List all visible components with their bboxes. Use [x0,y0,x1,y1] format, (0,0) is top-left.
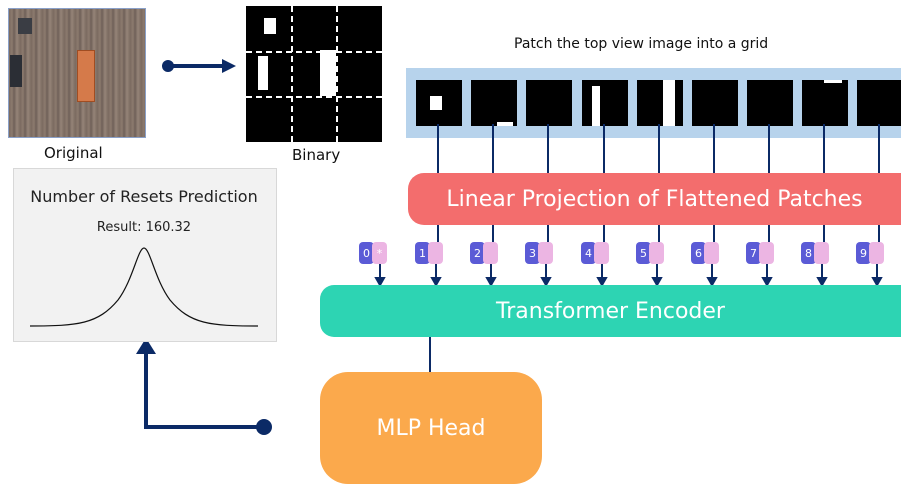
token-arrows [374,264,883,286]
token-6: 6 [691,242,719,264]
original-dark-object [18,18,32,34]
token-index: 5 [636,242,651,264]
original-dark-object [10,55,22,87]
token-0: 0 * [359,242,387,264]
patch-embedding [538,242,553,264]
token-index: 2 [470,242,485,264]
binary-image [246,6,382,142]
linear-projection-block: Linear Projection of Flattened Patches [408,173,901,225]
transformer-encoder-label: Transformer Encoder [496,298,725,324]
patch-embedding [704,242,719,264]
token-8: 8 [801,242,829,264]
patch-7 [747,80,793,126]
projection-connectors [437,225,880,243]
gaussian-curve [29,247,259,327]
token-index: 8 [801,242,816,264]
token-1: 1 [415,242,443,264]
arrow-original-to-binary [162,59,236,73]
class-token-embedding: * [372,242,387,264]
patch-1 [416,80,462,126]
patch-embedding [594,242,609,264]
patch-6 [692,80,738,126]
patch-5 [637,80,683,126]
original-caption: Original [44,144,103,162]
patch-embedding [814,242,829,264]
transformer-encoder-block: Transformer Encoder [320,285,901,337]
result-panel [13,168,277,342]
mlp-head-block: MLP Head [320,372,542,484]
patch-embedding [483,242,498,264]
patch-3 [526,80,572,126]
patch-8 [802,80,848,126]
token-index: 0 [359,242,374,264]
token-index: 1 [415,242,430,264]
original-orange-object [77,50,95,102]
result-panel-title: Number of Resets Prediction [30,187,258,206]
token-index: 7 [746,242,761,264]
token-2: 2 [470,242,498,264]
token-index: 6 [691,242,706,264]
token-4: 4 [581,242,609,264]
token-index: 9 [856,242,871,264]
patch-strip [406,68,901,138]
token-3: 3 [525,242,553,264]
patch-strip-title: Patch the top view image into a grid [514,36,769,52]
token-index: 4 [581,242,596,264]
patch-9 [857,80,901,126]
token-7: 7 [746,242,774,264]
linear-projection-label: Linear Projection of Flattened Patches [446,186,863,212]
token-5: 5 [636,242,664,264]
patch-4 [582,80,628,126]
arrow-mlp-to-result [136,338,272,435]
patch-embedding [428,242,443,264]
result-value: Result: 160.32 [96,220,192,235]
mlp-head-label: MLP Head [376,415,486,441]
token-index: 3 [525,242,540,264]
encoder-to-mlp-line [429,337,431,373]
patch-embedding [869,242,884,264]
patch-embedding [649,242,664,264]
patch-2 [471,80,517,126]
token-9: 9 [856,242,884,264]
patch-connectors [437,124,880,176]
patch-embedding [759,242,774,264]
binary-caption: Binary [292,146,341,164]
